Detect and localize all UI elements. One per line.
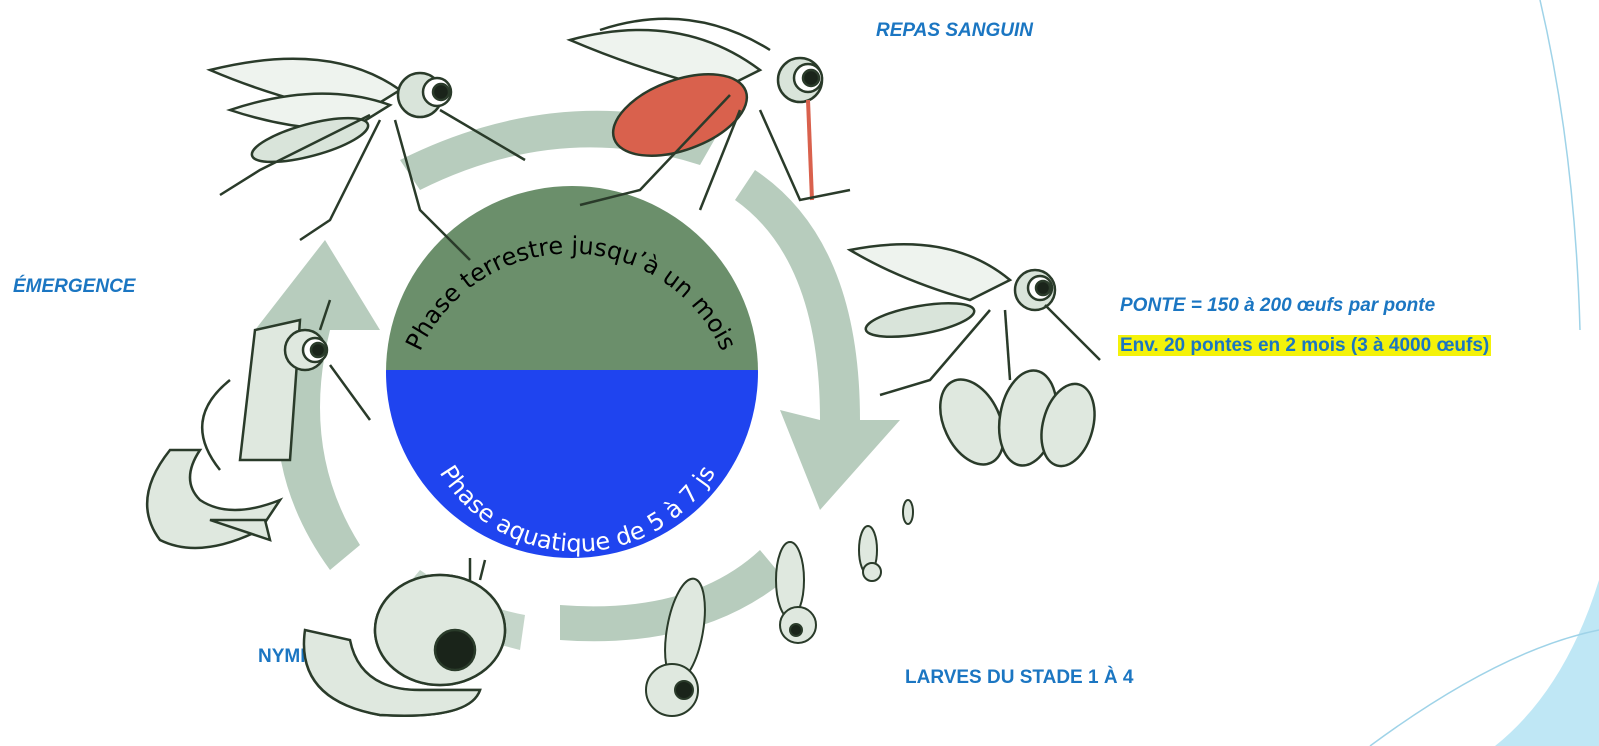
- mosquito-laying-illustration: [850, 244, 1100, 395]
- highlighted-text: Env. 20 pontes en 2 mois (3 à 4000 œufs): [1118, 335, 1491, 356]
- eggs-illustration: [928, 366, 1103, 475]
- label-emergence: ÉMERGENCE: [13, 276, 135, 298]
- label-larves: LARVES DU STADE 1 À 4: [905, 667, 1133, 689]
- label-ponte: PONTE = 150 à 200 œufs par ponte: [1120, 295, 1435, 317]
- label-pontes-count: Env. 20 pontes en 2 mois (3 à 4000 œufs): [1118, 335, 1491, 357]
- larvae-illustration: [646, 500, 913, 716]
- pupa-illustration: [316, 558, 505, 716]
- label-repas-sanguin: REPAS SANGUIN: [876, 20, 1033, 42]
- corner-decoration: [1370, 0, 1599, 746]
- label-nymphe: NYMPHE: [258, 646, 339, 668]
